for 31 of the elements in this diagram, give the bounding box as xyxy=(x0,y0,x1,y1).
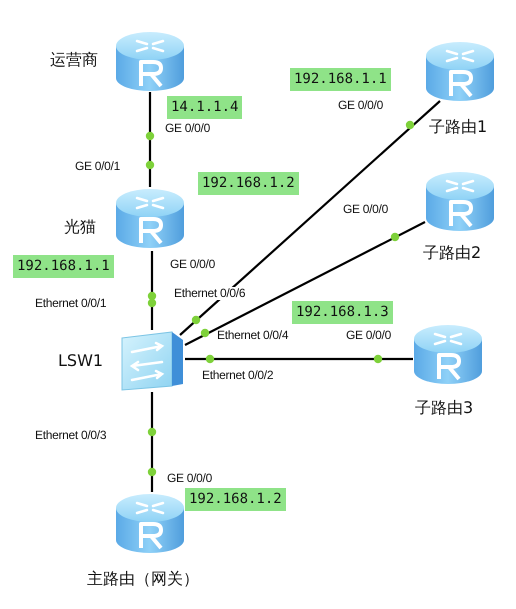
port-label: GE 0/0/1 xyxy=(75,160,120,173)
connection-line xyxy=(179,100,441,336)
connection-line xyxy=(185,358,413,360)
ip-address-tag: 192.168.1.1 xyxy=(13,255,114,278)
port-label: Ethernet 0/0/3 xyxy=(35,429,106,442)
ip-address-tag: 192.168.1.1 xyxy=(290,68,391,91)
device-label: 子路由2 xyxy=(423,243,482,263)
device-label: LSW1 xyxy=(58,351,104,371)
port-label: Ethernet 0/0/2 xyxy=(202,369,274,382)
connection-line xyxy=(150,392,154,492)
port-label: Ethernet 0/0/6 xyxy=(173,287,246,300)
device-label: 子路由3 xyxy=(415,398,474,418)
connection-line xyxy=(184,221,426,346)
ip-address-tag: 14.1.1.4 xyxy=(167,96,242,119)
port-label: GE 0/0/0 xyxy=(346,329,391,342)
device-label: 光猫 xyxy=(64,217,96,237)
connection-line xyxy=(148,92,152,187)
port-label: GE 0/0/0 xyxy=(167,472,212,485)
port-label: GE 0/0/0 xyxy=(338,99,383,112)
connection-line xyxy=(150,251,154,330)
device-label: 子路由1 xyxy=(429,117,488,137)
device-label: 主路由（网关） xyxy=(86,569,200,589)
device-label: 运营商 xyxy=(50,50,98,70)
ip-address-tag: 192.168.1.2 xyxy=(198,172,299,195)
port-label: Ethernet 0/0/4 xyxy=(217,329,288,342)
port-label: Ethernet 0/0/1 xyxy=(35,297,106,310)
port-label: GE 0/0/0 xyxy=(165,122,210,135)
ip-address-tag: 192.168.1.2 xyxy=(185,488,286,511)
port-label: GE 0/0/0 xyxy=(343,203,388,216)
port-label: GE 0/0/0 xyxy=(170,258,215,271)
ip-address-tag: 192.168.1.3 xyxy=(292,301,393,324)
